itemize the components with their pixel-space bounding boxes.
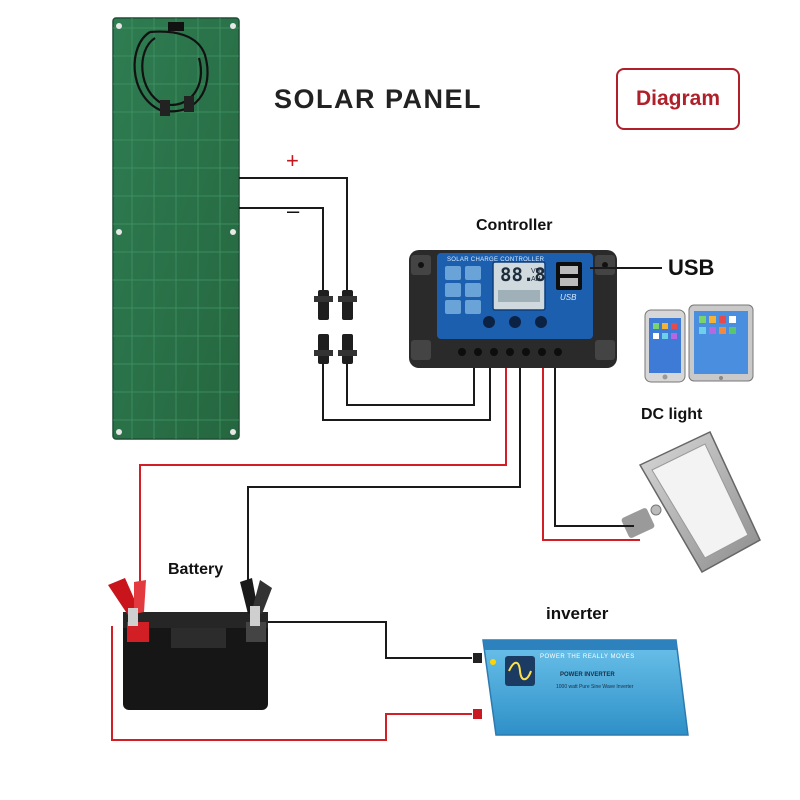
controller-usb-mark: USB	[560, 293, 577, 302]
inverter-subtitle: 1000 watt Pure Sine Wave Inverter	[556, 684, 634, 690]
load-wires	[542, 368, 640, 541]
charge-controller	[409, 250, 617, 368]
controller-header-text: SOLAR CHARGE CONTROLLER	[447, 257, 545, 263]
inverter-strip-text: POWER THE REALLY MOVES	[540, 654, 635, 660]
inverter-brand: POWER INVERTER	[560, 672, 615, 678]
usb-label: USB	[668, 255, 715, 280]
inverter-label: inverter	[546, 604, 609, 623]
red-clip	[108, 578, 146, 626]
diagram-badge-text: Diagram	[635, 87, 721, 110]
battery	[123, 612, 268, 710]
battery-wires	[139, 368, 521, 608]
page-title: SOLAR PANEL	[274, 84, 483, 114]
tablet-device	[688, 304, 754, 382]
battery-label: Battery	[168, 561, 224, 578]
diagram-badge: Diagram	[616, 68, 740, 130]
dc-light-label: DC light	[641, 406, 703, 423]
controller-lcd-units: V% AH	[531, 268, 542, 283]
phone-device	[644, 309, 686, 383]
positive-polarity-label: +	[286, 148, 299, 173]
solar-panel	[112, 17, 240, 440]
controller-lcd-value: 88.8	[500, 264, 546, 286]
inverter	[473, 639, 689, 736]
black-clip	[240, 578, 272, 626]
inverter-wires	[111, 621, 472, 741]
negative-polarity-label: –	[287, 198, 300, 223]
dc-floodlight	[621, 430, 761, 574]
controller-label: Controller	[476, 217, 553, 234]
panel-wires	[239, 177, 491, 421]
mc4-connectors	[314, 290, 357, 364]
